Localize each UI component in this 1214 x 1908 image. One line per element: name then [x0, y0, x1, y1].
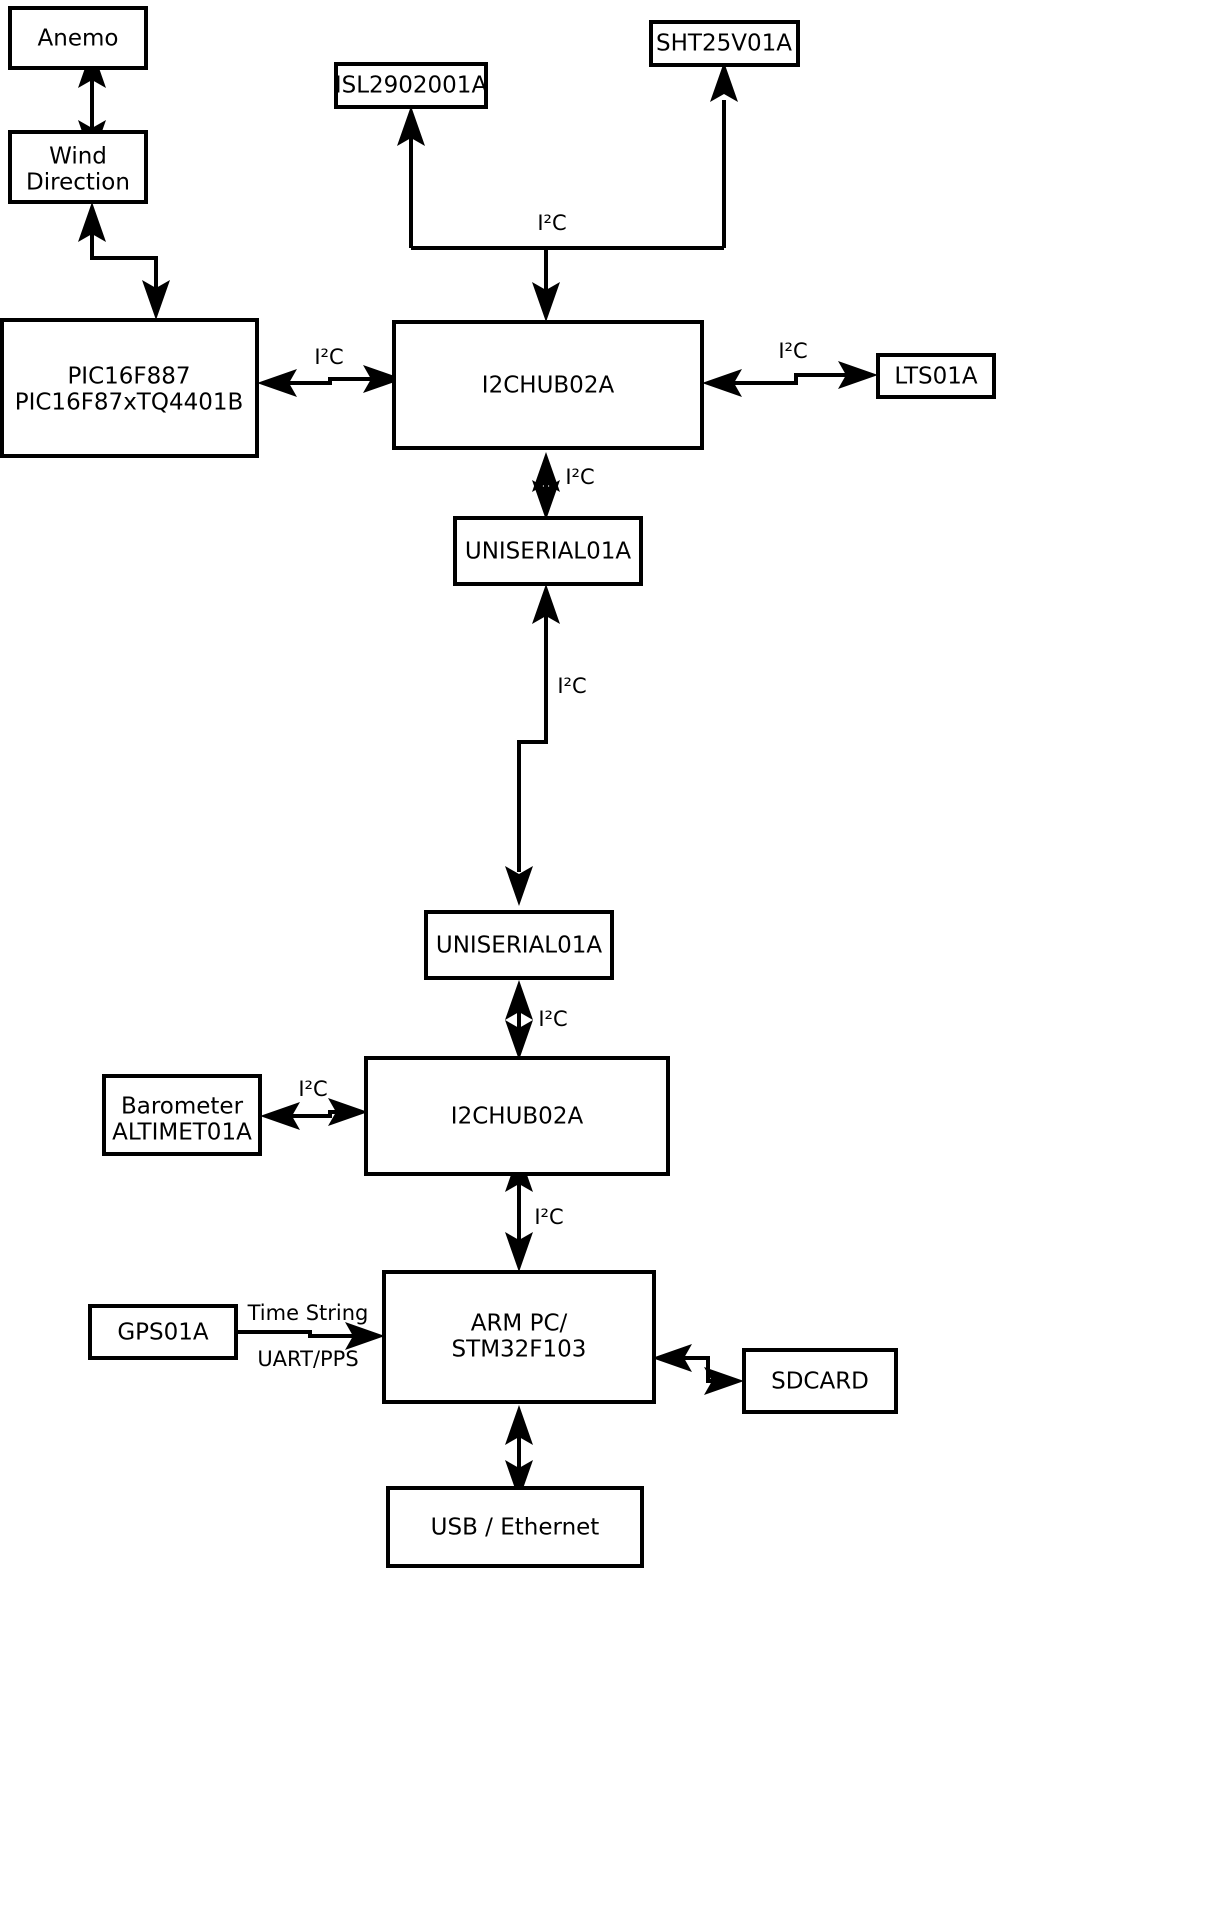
arrow-head-down	[505, 1232, 533, 1272]
node-sdcard[interactable]: SDCARD	[742, 1348, 898, 1414]
node-isl-label: ISL2902001A	[335, 73, 488, 99]
edge-label-gps-uart-pps: UART/PPS	[257, 1347, 358, 1371]
arrow-head-up	[710, 62, 738, 102]
edge-pic-wind-direction	[78, 202, 170, 320]
node-usb-ethernet[interactable]: USB / Ethernet	[386, 1486, 644, 1568]
node-hub-top-label: I2CHUB02A	[482, 373, 615, 399]
edge-hub-isl	[397, 106, 425, 248]
node-pic16f887[interactable]: PIC16F887 PIC16F87xTQ4401B	[0, 318, 259, 458]
edge-label-i2c-hub-uniserial: I²C	[565, 465, 594, 489]
node-i2chub02a-bottom[interactable]: I2CHUB02A	[364, 1056, 670, 1176]
node-lts-label: LTS01A	[894, 364, 978, 390]
arrow-head-up	[78, 202, 106, 242]
arrow-head-right	[838, 361, 878, 389]
node-barometer-label-line1: Barometer	[121, 1094, 244, 1120]
node-gps-label: GPS01A	[117, 1320, 209, 1346]
node-sht-label: SHT25V01A	[656, 31, 792, 57]
arrow-head-down	[505, 866, 533, 906]
node-isl2902001a[interactable]: ISL2902001A	[334, 62, 488, 109]
arrow-head-up	[505, 980, 533, 1020]
edge-arm-sdcard	[652, 1344, 744, 1395]
arrow-head-right	[345, 1322, 385, 1350]
node-uniserial01a-bottom[interactable]: UNISERIAL01A	[424, 910, 614, 980]
arrow-head-left	[257, 369, 297, 397]
edge-pic-hub-top	[257, 365, 403, 397]
edge-gps-arm	[237, 1322, 385, 1350]
edge-label-i2c-hub-arm: I²C	[534, 1205, 563, 1229]
edge-uniserial-link	[505, 584, 560, 906]
node-i2chub02a-top[interactable]: I2CHUB02A	[392, 320, 704, 450]
node-wind-direction[interactable]: Wind Direction	[8, 130, 148, 204]
node-anemo[interactable]: Anemo	[8, 6, 148, 70]
edge-arm-usb-ethernet	[505, 1405, 533, 1500]
edge-barometer-hub	[260, 1098, 368, 1130]
node-arm-pc[interactable]: ARM PC/ STM32F103	[382, 1270, 656, 1404]
node-uniserial-top-label: UNISERIAL01A	[465, 539, 632, 565]
edge-hub-uniserial-top	[532, 452, 560, 520]
arrow-head-down	[142, 280, 170, 320]
node-arm-pc-label-line2: STM32F103	[452, 1337, 587, 1363]
arrow-head-down	[505, 1460, 533, 1500]
node-wind-direction-label-line1: Wind	[49, 144, 107, 170]
node-sht25v01a[interactable]: SHT25V01A	[649, 20, 800, 67]
arrow-head-down	[532, 282, 560, 322]
edge-label-gps-time-string: Time String	[247, 1301, 369, 1325]
node-barometer-altimet01a[interactable]: Barometer ALTIMET01A	[102, 1074, 262, 1156]
arrow-head-left	[702, 369, 742, 397]
node-barometer-label-line2: ALTIMET01A	[112, 1120, 252, 1146]
edge-label-i2c-barometer-hub: I²C	[298, 1077, 327, 1101]
edge-label-i2c-uniserial-hub-bottom: I²C	[538, 1007, 567, 1031]
arrow-head-up	[505, 1405, 533, 1445]
arrow-head-right	[328, 1098, 368, 1126]
node-pic-label-line1: PIC16F887	[67, 364, 190, 390]
node-arm-pc-label-line1: ARM PC/	[471, 1311, 568, 1337]
arrow-head-up	[532, 452, 560, 492]
node-uniserial01a-top[interactable]: UNISERIAL01A	[453, 516, 643, 586]
node-hub-bottom-label: I2CHUB02A	[451, 1104, 584, 1130]
arrow-head-right	[363, 365, 403, 393]
node-gps01a[interactable]: GPS01A	[88, 1304, 238, 1360]
edge-label-i2c-pic-hub: I²C	[314, 345, 343, 369]
arrow-head-up	[397, 106, 425, 146]
edge-label-i2c-uniserial-link: I²C	[557, 674, 586, 698]
arrow-head-up	[532, 584, 560, 624]
node-uniserial-bottom-label: UNISERIAL01A	[436, 933, 603, 959]
node-anemo-label: Anemo	[38, 26, 119, 52]
node-wind-direction-label-line2: Direction	[26, 170, 130, 196]
node-pic-label-line2: PIC16F87xTQ4401B	[15, 390, 244, 416]
arrow-head-right	[704, 1367, 744, 1395]
arrow-head-down	[532, 480, 560, 520]
edge-uniserial-hub-bottom	[505, 980, 533, 1060]
edge-hub-lts	[702, 361, 878, 397]
arrow-head-left	[260, 1102, 300, 1130]
edge-i2c-trunk-top	[411, 246, 724, 322]
node-usb-ethernet-label: USB / Ethernet	[431, 1515, 600, 1541]
edge-label-i2c-sensors-top: I²C	[537, 211, 566, 235]
node-lts01a[interactable]: LTS01A	[876, 353, 996, 399]
node-sdcard-label: SDCARD	[771, 1369, 869, 1395]
edge-hub-sht	[710, 62, 738, 248]
arrow-head-left	[652, 1344, 692, 1372]
arrow-head-down	[505, 1020, 533, 1060]
edge-label-i2c-hub-lts: I²C	[778, 339, 807, 363]
